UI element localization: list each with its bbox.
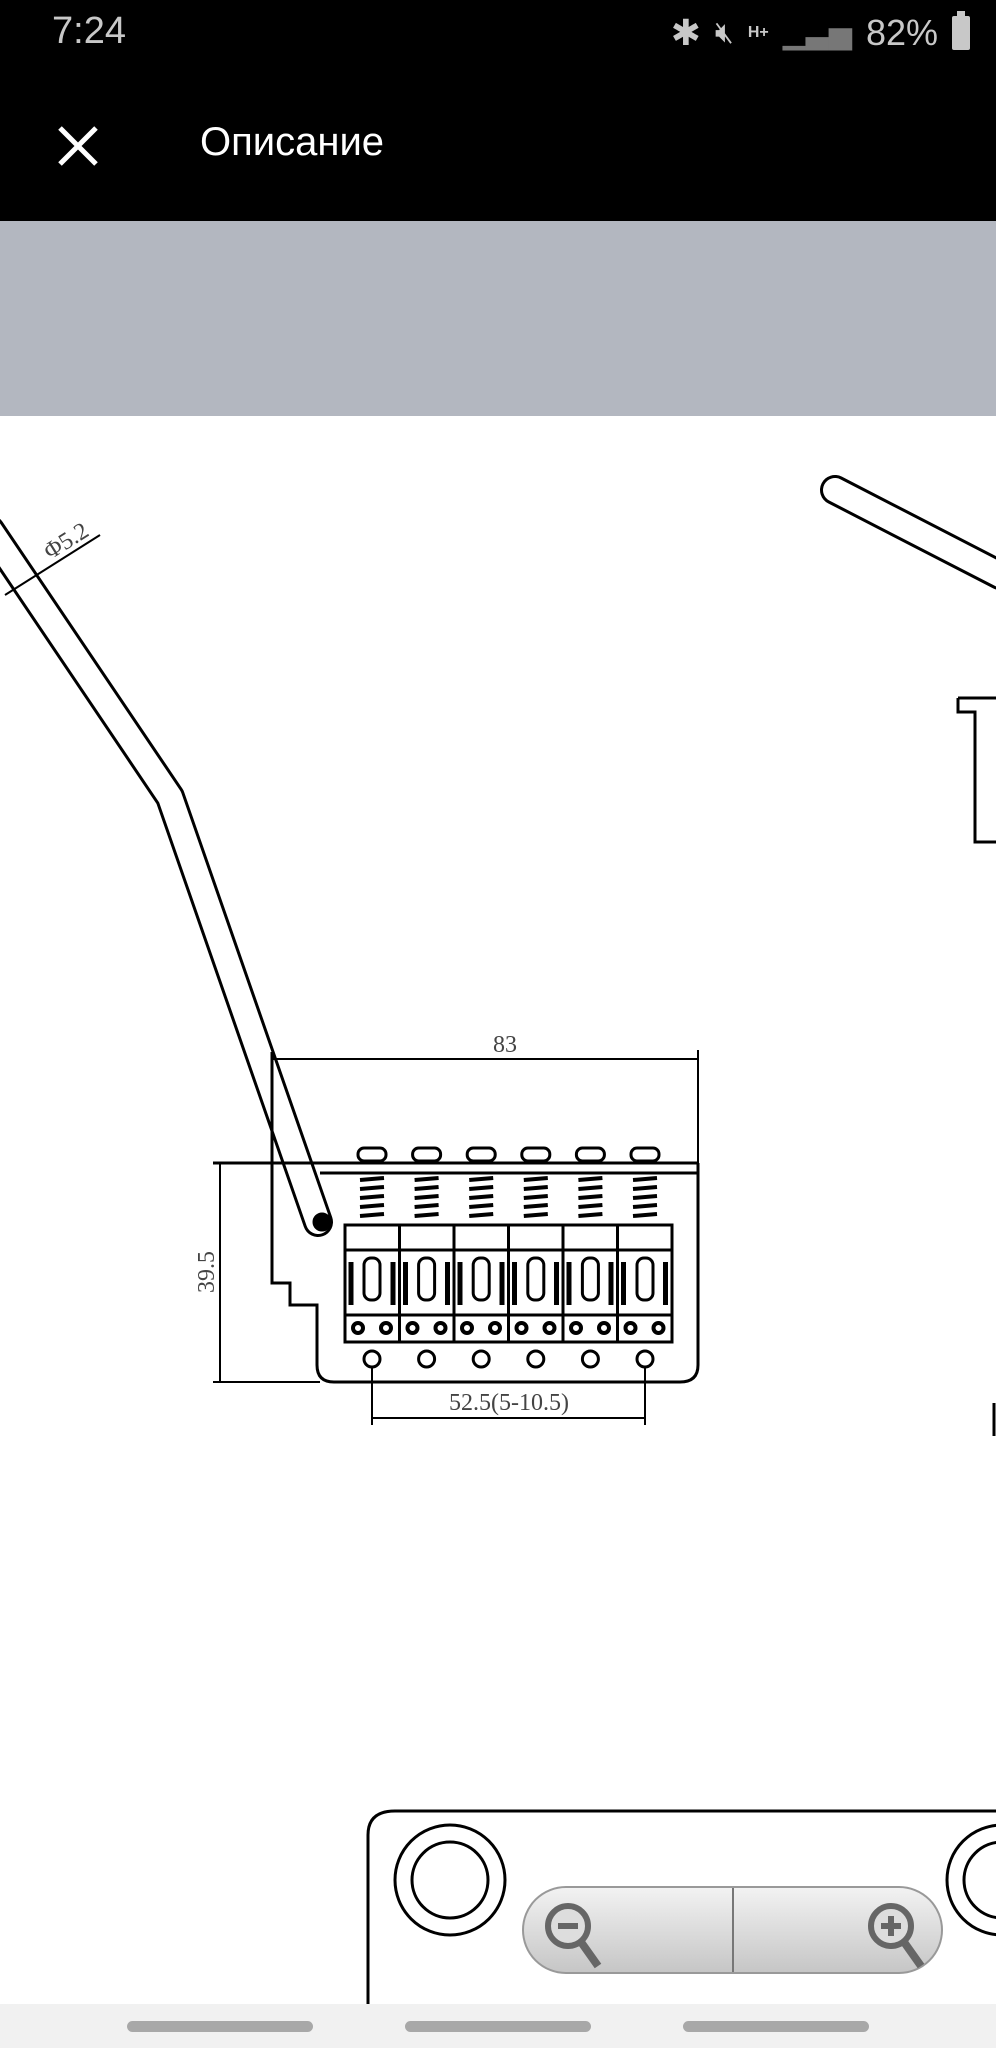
mount-hole xyxy=(580,1349,600,1369)
toolbar: Описание xyxy=(0,70,996,221)
zoom-out-button[interactable] xyxy=(524,1888,734,1972)
nav-recents-button[interactable] xyxy=(127,2021,313,2032)
zoom-in-button[interactable] xyxy=(734,1888,942,1972)
screw-head xyxy=(574,1146,606,1163)
close-icon xyxy=(58,126,98,166)
screw-head xyxy=(356,1146,388,1163)
dim-width-label: 83 xyxy=(493,1032,517,1058)
nav-back-button[interactable] xyxy=(683,2021,869,2032)
signal-icon: ▁▃▅ xyxy=(782,16,852,50)
mount-hole xyxy=(362,1349,382,1369)
mount-hole xyxy=(526,1349,546,1369)
status-bar: 7:24 ✱ 🔇︎ H+ ▁▃▅ 82% xyxy=(0,0,996,70)
zoom-out-icon xyxy=(545,1903,602,1969)
screw-head xyxy=(411,1146,443,1163)
saddle xyxy=(616,1223,674,1344)
close-button[interactable] xyxy=(50,118,106,174)
dim-arm-label: Φ5.2 xyxy=(39,518,93,565)
nav-home-button[interactable] xyxy=(405,2021,591,2032)
zoom-control xyxy=(522,1886,943,1974)
backplate xyxy=(366,1809,996,2004)
battery-percent: 82% xyxy=(865,12,938,53)
bridge-drawing[interactable]: 83 39.5 52.5(5-10.5) Φ5.2 xyxy=(0,0,996,2004)
screw-head xyxy=(520,1146,552,1163)
image-top-band xyxy=(0,221,996,416)
mount-hole xyxy=(417,1349,437,1369)
screw-head xyxy=(629,1146,661,1163)
zoom-in-icon xyxy=(868,1903,925,1969)
mount-hole xyxy=(471,1349,491,1369)
dim-spacing-label: 52.5(5-10.5) xyxy=(449,1390,569,1416)
bridge-plate xyxy=(270,1052,700,1384)
status-time: 7:24 xyxy=(52,10,126,52)
mute-icon: 🔇︎ xyxy=(714,16,734,49)
navigation-bar xyxy=(0,2004,996,2048)
bluetooth-icon: ✱ xyxy=(670,12,701,53)
page-title: Описание xyxy=(200,120,385,164)
dim-height-label: 39.5 xyxy=(194,1251,220,1293)
screw-head xyxy=(465,1146,497,1163)
battery-icon xyxy=(952,11,970,50)
network-icon: H+ xyxy=(747,24,769,41)
mount-hole xyxy=(635,1349,655,1369)
